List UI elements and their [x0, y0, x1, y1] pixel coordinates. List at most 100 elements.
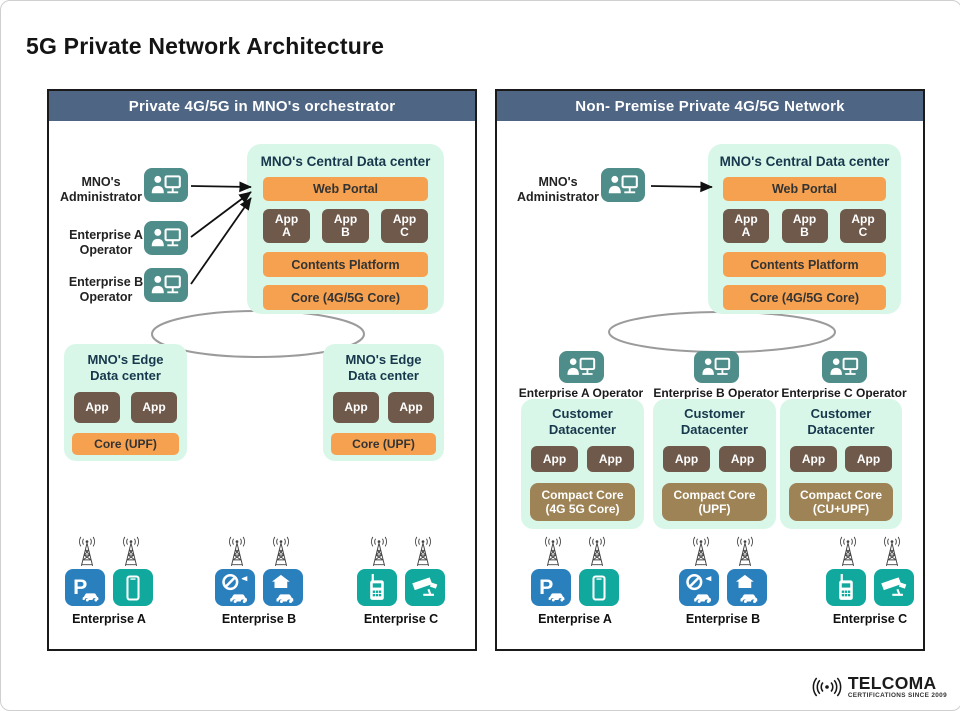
radio-tower-icon	[407, 535, 439, 568]
app-box: App	[333, 392, 379, 423]
core-bar: Core (4G/5G Core)	[263, 285, 428, 310]
panel-header: Non- Premise Private 4G/5G Network	[497, 91, 923, 121]
enterprise-label: Enterprise C	[363, 612, 439, 626]
enterprise-a-group: Enterprise A	[525, 535, 625, 626]
person-at-terminal-icon	[604, 170, 642, 200]
operator-label: Enterprise A Operator	[518, 386, 644, 400]
enterprise-label: Enterprise B	[221, 612, 297, 626]
operator-label-mno-admin: MNO's Administrator	[517, 175, 599, 204]
core-upf-bar: Core (UPF)	[331, 433, 436, 455]
logo-brand: TELCOMA	[847, 673, 937, 693]
house-car-icon	[727, 569, 767, 606]
radio-tower-icon	[876, 535, 908, 568]
enterprise-b-operator: Enterprise B Operator	[651, 351, 781, 400]
radio-waves-icon	[809, 676, 845, 698]
operator-terminal	[144, 168, 188, 202]
enterprise-a-group: Enterprise A	[59, 535, 159, 626]
operator-terminal	[558, 351, 604, 383]
enterprise-b-group: Enterprise B	[673, 535, 773, 626]
panel-non-premise: Non- Premise Private 4G/5G Network MNO's…	[495, 89, 925, 651]
no-entry-car-icon	[215, 569, 255, 606]
person-at-terminal-icon	[825, 353, 863, 381]
radio-tower-icon	[581, 535, 613, 568]
smartphone-icon	[579, 569, 619, 606]
operator-label: Enterprise C Operator	[781, 386, 907, 400]
panel-private-orchestrator: Private 4G/5G in MNO's orchestrator MNO'…	[47, 89, 477, 651]
house-car-icon	[263, 569, 303, 606]
operator-terminal	[144, 221, 188, 255]
web-portal-bar: Web Portal	[263, 177, 428, 201]
enterprise-c-group: Enterprise C	[820, 535, 920, 626]
operator-label-enterprise-b: Enterprise B Operator	[68, 275, 144, 304]
operator-label: Enterprise B Operator	[653, 386, 779, 400]
cctv-camera-icon	[405, 569, 445, 606]
app-box: App	[719, 446, 766, 472]
radio-tower-icon	[71, 535, 103, 568]
enterprise-label: Enterprise B	[685, 612, 761, 626]
person-at-terminal-icon	[697, 353, 735, 381]
web-portal-bar: Web Portal	[723, 177, 886, 201]
contents-platform-bar: Contents Platform	[723, 252, 886, 277]
app-box: App	[587, 446, 634, 472]
no-entry-car-icon	[679, 569, 719, 606]
parking-car-icon	[65, 569, 105, 606]
person-at-terminal-icon	[562, 353, 600, 381]
network-ellipse	[608, 311, 836, 353]
compact-core-box: Compact Core(CU+UPF)	[789, 483, 893, 521]
person-at-terminal-icon	[147, 270, 185, 300]
enterprise-c-group: Enterprise C	[351, 535, 451, 626]
radio-tower-icon	[537, 535, 569, 568]
enterprise-c-operator: Enterprise C Operator	[779, 351, 909, 400]
radio-tower-icon	[363, 535, 395, 568]
radio-tower-icon	[832, 535, 864, 568]
person-at-terminal-icon	[147, 223, 185, 253]
smartphone-icon	[113, 569, 153, 606]
operator-terminal	[693, 351, 739, 383]
app-box: App	[663, 446, 710, 472]
radio-tower-icon	[265, 535, 297, 568]
enterprise-label: Enterprise A	[72, 612, 146, 626]
central-data-center: MNO's Central Data center Web Portal App…	[247, 144, 444, 314]
enterprise-b-group: Enterprise B	[209, 535, 309, 626]
compact-core-box: Compact Core(4G 5G Core)	[530, 483, 635, 521]
operator-terminal	[144, 268, 188, 302]
enterprise-a-operator: Enterprise A Operator	[516, 351, 646, 400]
cctv-camera-icon	[874, 569, 914, 606]
contents-platform-bar: Contents Platform	[263, 252, 428, 277]
central-data-center: MNO's Central Data center Web Portal App…	[708, 144, 901, 314]
operator-label-mno-admin: MNO's Administrator	[60, 175, 142, 204]
central-dc-title: MNO's Central Data center	[260, 154, 431, 169]
operator-terminal	[821, 351, 867, 383]
app-box: App	[531, 446, 578, 472]
walkie-talkie-icon	[357, 569, 397, 606]
panel-header: Private 4G/5G in MNO's orchestrator	[49, 91, 475, 121]
enterprise-label: Enterprise A	[538, 612, 612, 626]
operator-terminal	[601, 168, 645, 202]
core-bar: Core (4G/5G Core)	[723, 285, 886, 310]
app-box: App	[790, 446, 837, 472]
app-box: App	[388, 392, 434, 423]
app-box: App	[845, 446, 892, 472]
compact-core-box: Compact Core(UPF)	[662, 483, 767, 521]
radio-tower-icon	[685, 535, 717, 568]
enterprise-label: Enterprise C	[832, 612, 908, 626]
walkie-talkie-icon	[826, 569, 866, 606]
logo-tagline: CERTIFICATIONS SINCE 2009	[847, 692, 947, 699]
radio-tower-icon	[115, 535, 147, 568]
